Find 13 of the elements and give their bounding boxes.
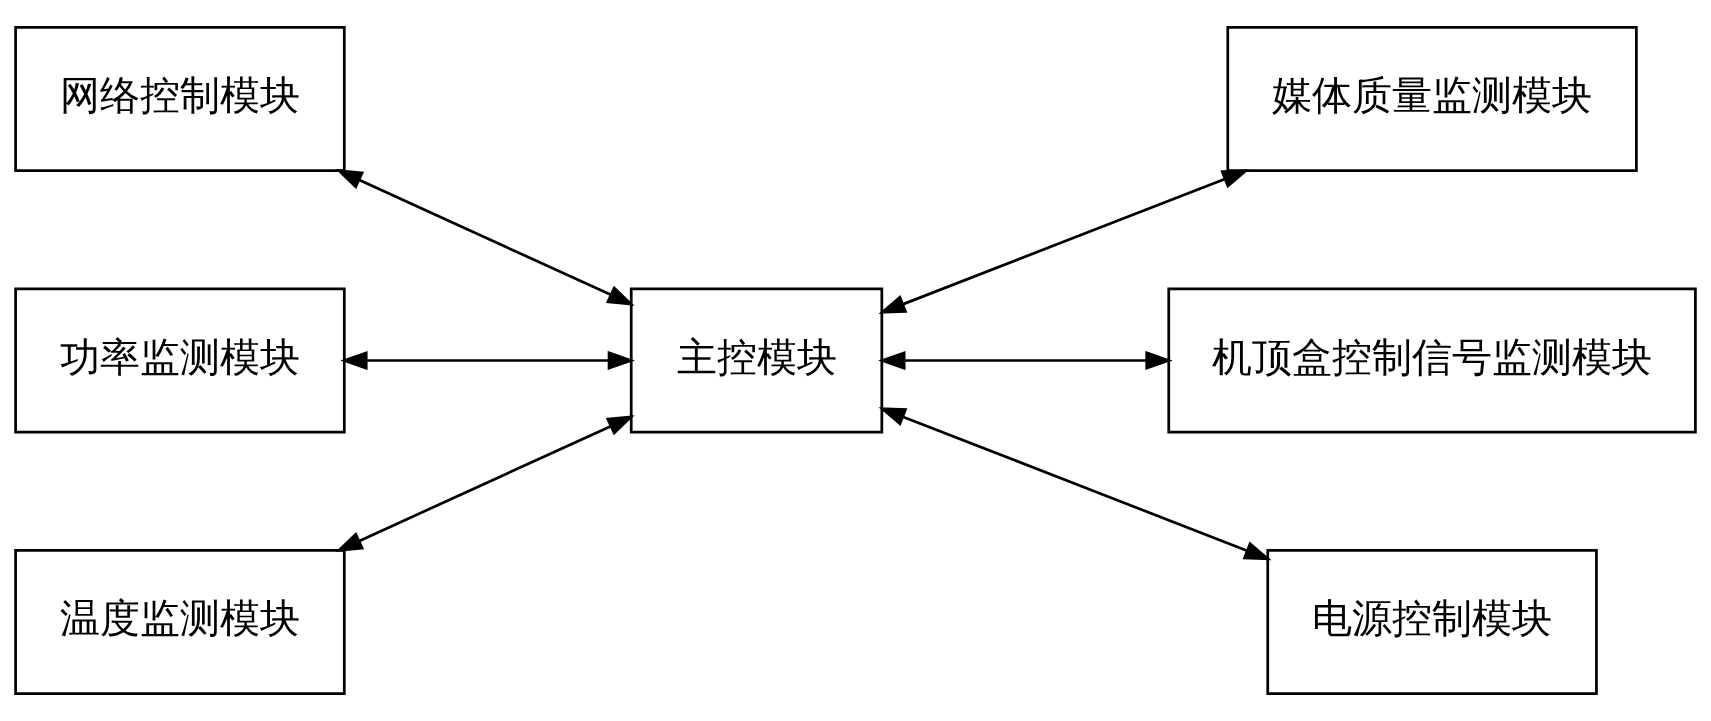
node-box: 电源控制模块 <box>1266 548 1598 696</box>
arrow <box>878 350 1173 371</box>
arrow <box>340 350 635 371</box>
node-box: 网络控制模块 <box>14 25 346 173</box>
arrow <box>335 415 635 552</box>
node-box: 温度监测模块 <box>14 548 346 696</box>
arrow <box>878 169 1250 314</box>
node-box: 机顶盒控制信号监测模块 <box>1167 287 1697 434</box>
arrow <box>335 169 635 306</box>
node-box: 媒体质量监测模块 <box>1226 25 1638 173</box>
arrow <box>878 407 1272 561</box>
node-box: 主控模块 <box>629 287 884 434</box>
node-box: 功率监测模块 <box>14 287 346 434</box>
